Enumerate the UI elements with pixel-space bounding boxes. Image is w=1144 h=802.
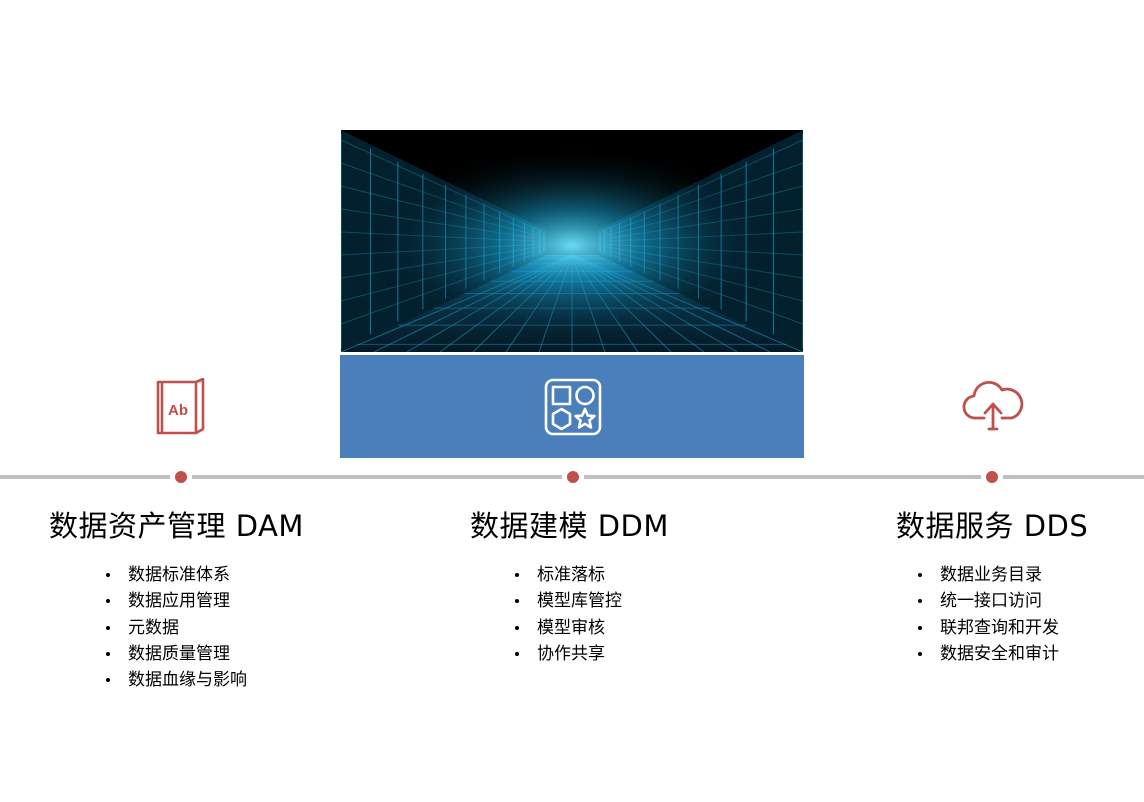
list-item: 协作共享 (513, 641, 622, 667)
data-center-tunnel-image (341, 130, 803, 352)
cloud-upload-icon (962, 380, 1024, 432)
shapes-icon (544, 378, 602, 436)
section-title-ddm: 数据建模 DDM (470, 509, 669, 543)
list-item: 元数据 (104, 615, 247, 641)
timeline-marker-dds (986, 471, 998, 483)
list-item: 联邦查询和开发 (916, 615, 1059, 641)
list-item: 模型审核 (513, 615, 622, 641)
svg-text:Ab: Ab (168, 402, 188, 419)
list-item: 数据应用管理 (104, 588, 247, 614)
section-title-dds: 数据服务 DDS (896, 509, 1089, 543)
section-title-dam: 数据资产管理 DAM (49, 509, 304, 543)
highlight-band (340, 355, 804, 458)
list-item: 模型库管控 (513, 588, 622, 614)
hero-graphic (341, 130, 803, 352)
list-item: 数据安全和审计 (916, 641, 1059, 667)
section-list-ddm: 标准落标 模型库管控 模型审核 协作共享 (513, 562, 622, 667)
list-item: 标准落标 (513, 562, 622, 588)
list-item: 数据质量管理 (104, 641, 247, 667)
list-item: 统一接口访问 (916, 588, 1059, 614)
section-list-dds: 数据业务目录 统一接口访问 联邦查询和开发 数据安全和审计 (916, 562, 1059, 667)
timeline-marker-ddm (567, 471, 579, 483)
list-item: 数据业务目录 (916, 562, 1059, 588)
timeline-marker-dam (175, 471, 187, 483)
list-item: 数据标准体系 (104, 562, 247, 588)
list-item: 数据血缘与影响 (104, 667, 247, 693)
book-ab-icon: Ab (154, 377, 208, 436)
section-list-dam: 数据标准体系 数据应用管理 元数据 数据质量管理 数据血缘与影响 (104, 562, 247, 693)
